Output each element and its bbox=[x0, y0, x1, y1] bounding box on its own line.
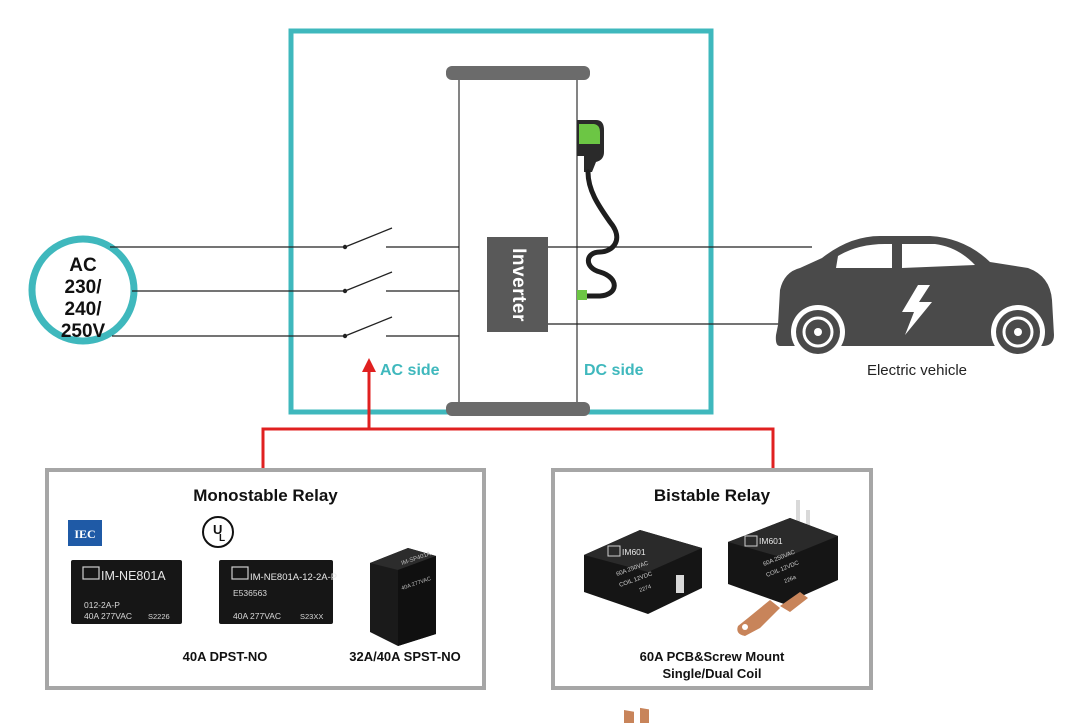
svg-text:S23XX: S23XX bbox=[300, 612, 323, 621]
relay-im-sp401a: IM-SP401A 40A 277VAC bbox=[370, 548, 436, 646]
svg-text:2274: 2274 bbox=[639, 584, 653, 594]
bottom-cap bbox=[446, 402, 590, 416]
ac-source-label: AC 230/ 240/ 250V bbox=[38, 255, 128, 343]
top-cap bbox=[446, 66, 590, 80]
iec-logo: IEC bbox=[68, 520, 102, 546]
monostable-caption-dpst: 40A DPST-NO bbox=[182, 649, 268, 664]
monostable-title: Monostable Relay bbox=[193, 486, 338, 505]
svg-text:IM-NE801A-12-2A-P: IM-NE801A-12-2A-P bbox=[250, 572, 337, 583]
ac-label-line4: 250V bbox=[60, 321, 106, 342]
inverter-block bbox=[487, 237, 548, 332]
relay-im601-screw: IM601 60A 250VAC COIL 12VDC 226a bbox=[728, 500, 838, 636]
svg-text:IEC: IEC bbox=[74, 527, 95, 541]
relay-im-ne801a: IM-NE801A 012-2A-P 40A 277VAC S2226 bbox=[71, 560, 182, 624]
charging-plug-icon bbox=[577, 120, 620, 300]
svg-text:U: U bbox=[213, 522, 222, 537]
electric-vehicle-label: Electric vehicle bbox=[866, 362, 968, 379]
electric-vehicle-icon bbox=[775, 236, 1054, 359]
ac-side-label: AC side bbox=[380, 362, 440, 379]
ac-wires bbox=[110, 227, 459, 337]
bistable-caption-line2: Single/Dual Coil bbox=[662, 666, 762, 681]
svg-text:E536563: E536563 bbox=[233, 588, 267, 598]
ac-label-line1: AC bbox=[69, 255, 97, 276]
svg-text:40A 277VAC: 40A 277VAC bbox=[84, 611, 132, 621]
relay-im-ne801a-12-2a-p: IM-NE801A-12-2A-P E536563 40A 277VAC S23… bbox=[219, 560, 337, 624]
svg-text:IM601: IM601 bbox=[759, 536, 783, 546]
ul-logo: U L bbox=[202, 516, 234, 548]
svg-text:IM601: IM601 bbox=[622, 547, 646, 557]
relay-connectors bbox=[261, 358, 775, 468]
relay-im601-pcb: IM601 60A 250VAC COIL 12VDC 2274 bbox=[584, 530, 702, 723]
ac-label-line3: 240/ bbox=[64, 299, 102, 320]
svg-text:S2226: S2226 bbox=[148, 612, 170, 621]
svg-text:L: L bbox=[219, 533, 225, 544]
inverter-label: Inverter bbox=[487, 237, 548, 332]
svg-text:012-2A-P: 012-2A-P bbox=[84, 600, 120, 610]
bistable-title: Bistable Relay bbox=[653, 486, 771, 505]
bistable-caption-line1: 60A PCB&Screw Mount bbox=[639, 649, 785, 664]
ac-label-line2: 230/ bbox=[64, 277, 102, 298]
dc-side-label: DC side bbox=[584, 362, 644, 379]
bistable-caption: 60A PCB&Screw Mount Single/Dual Coil bbox=[553, 648, 871, 682]
switch-contacts bbox=[342, 244, 348, 339]
inverter-label-text: Inverter bbox=[507, 247, 529, 322]
svg-text:226a: 226a bbox=[784, 574, 798, 584]
charger-housing bbox=[288, 28, 714, 415]
svg-text:40A 277VAC: 40A 277VAC bbox=[233, 611, 281, 621]
svg-text:IM-NE801A: IM-NE801A bbox=[101, 569, 166, 583]
ac-source-circle bbox=[28, 235, 138, 345]
monostable-caption-spst: 32A/40A SPST-NO bbox=[349, 649, 461, 664]
